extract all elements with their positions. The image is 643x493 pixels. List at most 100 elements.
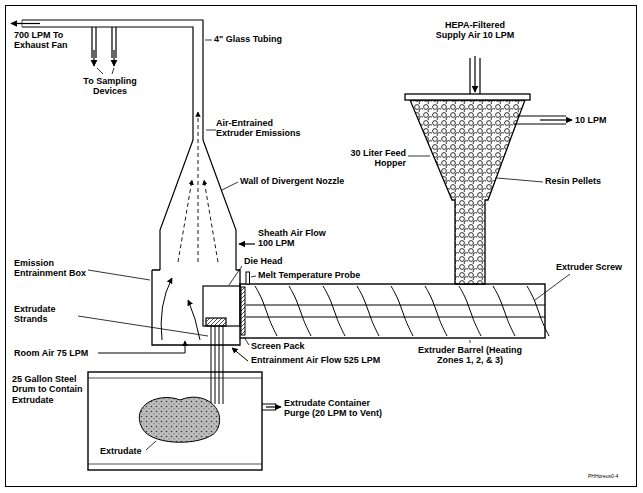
part-label: Extrudate Container Purge (20 LPM to Ven…	[284, 398, 388, 419]
leader-line	[78, 130, 570, 450]
extruder-screw	[289, 286, 311, 336]
emission-arrow	[198, 112, 199, 262]
divergent-nozzle	[203, 140, 236, 270]
part-label: Melt Temperature Probe	[258, 270, 398, 280]
emission-arrow	[178, 180, 192, 262]
flow-arrow	[93, 50, 94, 66]
extruder-screw	[357, 286, 379, 336]
extrudate-blob	[139, 397, 219, 442]
emission-arrow	[178, 112, 218, 262]
entrainment-air-arrow	[98, 341, 185, 353]
supply-air-pipe	[470, 56, 572, 124]
leader-line	[205, 40, 212, 41]
purge-pipe	[262, 404, 281, 410]
entrainment-air-arrow	[161, 278, 172, 340]
extruder-screw	[493, 286, 515, 336]
sheath-air-arrow	[239, 243, 255, 244]
steel-drum	[88, 464, 262, 465]
die-head	[206, 318, 226, 326]
extrudate-strands	[215, 372, 216, 404]
extruder-screw	[425, 286, 447, 336]
part-label: Extruder Screw	[556, 262, 632, 272]
melt-temperature-probe	[246, 272, 250, 284]
part-label: Screen Pack	[251, 341, 331, 351]
part-label: Wall of Divergent Nozzle	[240, 176, 370, 186]
extrudate-strands	[211, 326, 212, 405]
feed-hopper	[405, 94, 530, 100]
leader-line	[222, 182, 238, 190]
supply-air-pipe	[540, 119, 572, 120]
melt-temperature-probe	[246, 272, 250, 284]
leader-line	[97, 40, 238, 190]
leader-line	[78, 316, 208, 336]
leader-line	[535, 274, 570, 300]
extruder-screw	[459, 286, 481, 336]
frame	[6, 6, 637, 487]
part-label: Extrudate Strands	[14, 304, 76, 325]
extrudate-strands	[223, 326, 224, 405]
extruder-barrel	[240, 284, 545, 338]
steel-drum	[88, 372, 262, 470]
leader-line	[88, 270, 150, 280]
entrainment-air-arrow	[232, 348, 248, 361]
extruder-screw	[255, 286, 277, 336]
part-label: Room Air 75 LPM	[14, 348, 98, 358]
leader-line	[470, 340, 471, 343]
divergent-nozzle	[160, 140, 193, 270]
extrudate-strands	[219, 372, 220, 404]
extrudate-strands	[223, 372, 224, 404]
screen-pack	[241, 287, 245, 335]
part-label: 25 Gallon Steel Drum to Contain Extrudat…	[12, 374, 86, 405]
extruder-screw	[246, 286, 549, 336]
extruder-screw	[246, 317, 545, 318]
sheath-air-arrow	[239, 243, 255, 244]
leader-line	[97, 68, 103, 74]
part-label: 4" Glass Tubing	[214, 34, 314, 44]
extruder-screw	[323, 286, 345, 336]
leader-line	[244, 337, 249, 345]
part-label: Extruder Barrel (Heating Zones 1, 2, & 3…	[415, 345, 525, 366]
part-label: PHHoreus0-4	[588, 474, 632, 480]
extruder-screw	[391, 286, 413, 336]
entrainment-air-arrow	[98, 278, 248, 361]
leader-line	[112, 68, 114, 74]
feed-hopper	[410, 100, 525, 284]
extruder-barrel	[240, 284, 545, 338]
purge-pipe	[266, 406, 281, 407]
emission-arrow	[204, 180, 218, 262]
part-label: Entrainment Air Flow 525 LPM	[251, 355, 421, 365]
part-label: HEPA-Filtered Supply Air 10 LPM	[435, 20, 515, 41]
extrudate-strands	[211, 372, 223, 404]
part-label: Sheath Air Flow 100 LPM	[258, 228, 342, 249]
extrudate-strands	[219, 326, 220, 405]
supply-air-pipe	[474, 56, 475, 92]
feed-hopper	[405, 94, 530, 284]
leader-line	[497, 178, 543, 182]
part-label: Die Head	[244, 256, 304, 266]
extrudate-strands	[211, 372, 212, 404]
extrudate-strands	[215, 326, 216, 405]
die-head	[203, 286, 240, 326]
steel-drum	[88, 372, 262, 470]
part-label: To Sampling Devices	[70, 76, 150, 97]
part-label: Resin Pellets	[545, 176, 625, 186]
extrudate-blob	[139, 397, 219, 442]
leader-line	[206, 130, 216, 131]
steel-drum	[88, 378, 262, 379]
leader-line	[251, 276, 256, 277]
leader-line	[146, 441, 156, 450]
flow-arrow	[113, 50, 114, 66]
extruder-screw	[527, 286, 549, 336]
part-label: Emission Entrainment Box	[14, 258, 86, 279]
frame	[6, 6, 637, 487]
die-head	[203, 286, 240, 326]
part-label: Air-Entrained Extruder Emissions	[216, 118, 308, 139]
flow-arrow	[11, 23, 40, 24]
screen-pack	[241, 287, 245, 335]
part-label: Extrudate	[100, 446, 146, 456]
leader-line	[408, 156, 430, 157]
leader-line	[229, 266, 242, 285]
